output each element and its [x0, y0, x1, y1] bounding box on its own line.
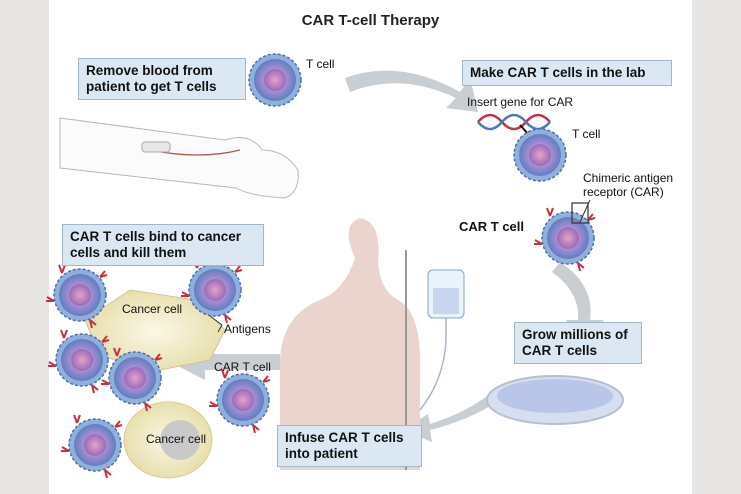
- label-cancer-cell-2: Cancer cell: [146, 432, 207, 446]
- label-antigens: Antigens: [224, 322, 271, 336]
- car-t-cell-f-icon: [61, 415, 122, 478]
- step-grow: Grow millions of CAR T cells: [514, 322, 642, 364]
- label-insert-gene: Insert gene for CAR: [467, 95, 574, 109]
- car-t-cell-icon: [534, 208, 595, 271]
- patient-silhouette: [280, 218, 420, 470]
- t-cell-lab-icon: [513, 128, 567, 182]
- step-remove-blood: Remove blood from patient to get T cells: [78, 58, 246, 100]
- arm: [59, 117, 299, 199]
- dna-icon: [477, 113, 551, 131]
- t-cell-top-icon: [248, 53, 302, 107]
- label-cancer-cell-1: Cancer cell: [122, 302, 183, 316]
- page-title: CAR T-cell Therapy: [301, 12, 440, 29]
- label-car-t-cell-2: CAR T cell: [214, 360, 271, 374]
- label-t-cell-top: T cell: [306, 57, 335, 71]
- step-bind-kill: CAR T cells bind to cancer cells and kil…: [62, 224, 264, 266]
- arrow-grow-to-infuse: [402, 392, 500, 442]
- label-t-cell-lab: T cell: [572, 127, 601, 141]
- step-make-car-t: Make CAR T cells in the lab: [462, 60, 672, 86]
- label-car: Chimeric antigen receptor (CAR): [583, 171, 674, 199]
- car-t-cell-e-icon: [209, 370, 270, 433]
- arrow-remove-to-make: [345, 70, 478, 112]
- step-infuse: Infuse CAR T cells into patient: [277, 425, 422, 467]
- label-car-t-cell: CAR T cell: [459, 219, 525, 234]
